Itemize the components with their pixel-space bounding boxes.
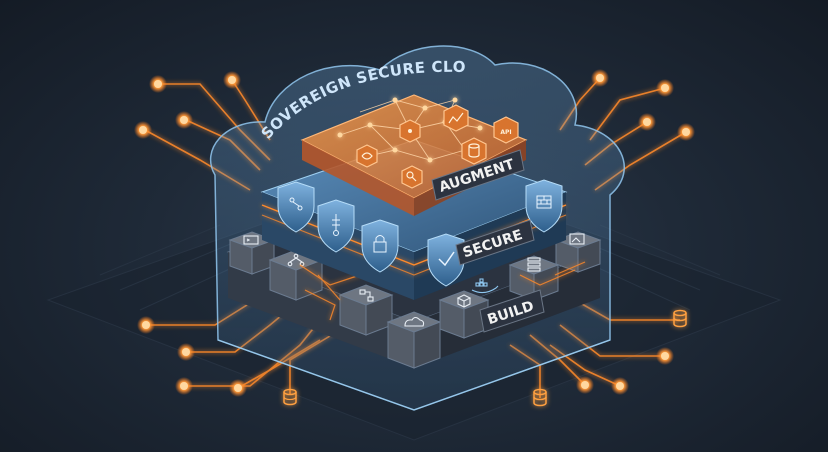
- right-database-icons: [533, 309, 687, 407]
- flow-icon: [359, 289, 374, 302]
- api-icon-label: API: [500, 129, 511, 136]
- augment-hex-icons: API: [356, 104, 519, 189]
- search-icon: [401, 165, 423, 189]
- build-circuit-traces: [299, 261, 586, 321]
- database-icon: [461, 137, 487, 165]
- flow-block: [338, 284, 394, 336]
- container-icon: [471, 278, 499, 294]
- chart-icon: [443, 104, 469, 132]
- right-endpoint-dots: [576, 69, 695, 395]
- lock-shield-icon: [361, 219, 399, 273]
- api-icon: API: [493, 116, 519, 144]
- terminal-icon: [243, 235, 259, 245]
- secure-shields: [277, 179, 563, 287]
- network-icon: [399, 119, 421, 143]
- image-icon: [569, 233, 585, 245]
- box-icon: [456, 294, 472, 308]
- cloud-icon: [404, 316, 425, 327]
- brain-icon: [356, 144, 378, 168]
- thermometer-shield-icon: [317, 199, 355, 253]
- left-database-icon: [283, 388, 297, 406]
- stack-icon: [527, 257, 541, 272]
- workflow-shield-icon: [277, 181, 315, 233]
- left-endpoint-dots: [134, 71, 247, 397]
- build-blocks: [228, 231, 602, 369]
- firewall-shield-icon: [525, 179, 563, 233]
- cloud-block: [386, 311, 442, 369]
- hierarchy-icon: [287, 253, 305, 267]
